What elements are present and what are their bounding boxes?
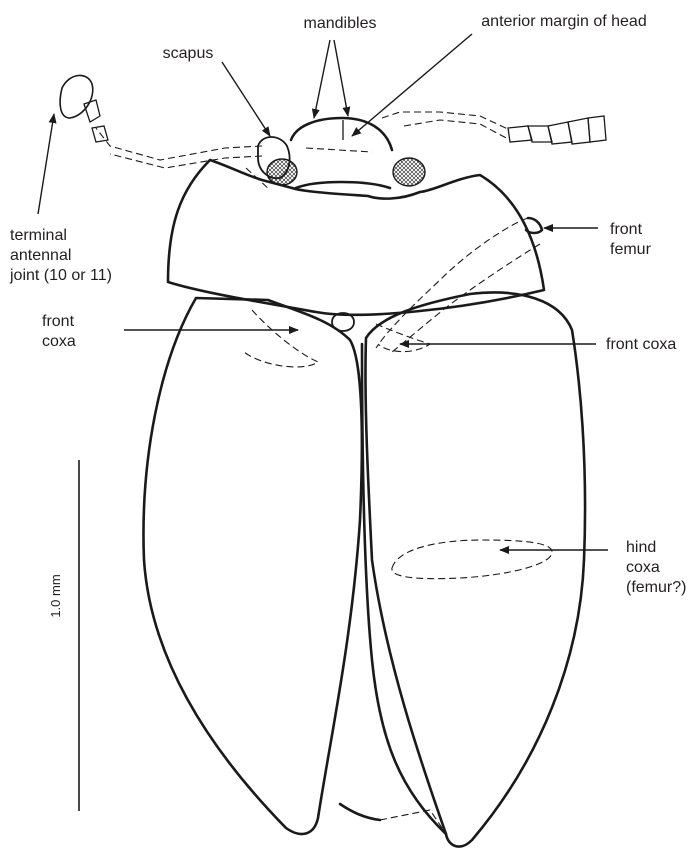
right-elytron bbox=[365, 293, 585, 847]
label-front-coxa-left: front coxa bbox=[42, 313, 78, 350]
head-suture-dashed bbox=[306, 148, 372, 152]
front-femur-dashed bbox=[376, 218, 528, 348]
terminal-antennal-joint bbox=[60, 75, 93, 118]
left-elytron bbox=[143, 298, 361, 834]
label-front-femur: front femur bbox=[610, 221, 652, 258]
hind-coxa-dashed bbox=[392, 540, 552, 579]
scale-bar-label: 1.0 mm bbox=[48, 574, 63, 617]
label-front-coxa-right: front coxa bbox=[606, 336, 676, 353]
right-antenna bbox=[382, 112, 606, 144]
head-outline bbox=[291, 118, 392, 150]
right-eye bbox=[393, 158, 425, 186]
label-terminal-joint: terminal antennal joint (10 or 11) bbox=[9, 227, 112, 284]
left-antenna bbox=[60, 75, 262, 168]
label-anterior-margin: anterior margin of head bbox=[481, 13, 646, 30]
scale-bar: 1.0 mm bbox=[48, 460, 79, 811]
head-base bbox=[296, 182, 390, 188]
left-eye bbox=[267, 159, 297, 185]
label-scapus: scapus bbox=[163, 45, 214, 62]
front-femur-tip bbox=[526, 218, 542, 233]
abdomen-tip bbox=[340, 804, 380, 820]
beetle-body bbox=[60, 75, 606, 846]
left-front-coxa-dashed bbox=[244, 310, 318, 367]
label-mandibles: mandibles bbox=[304, 15, 377, 32]
label-hind-coxa: hind coxa (femur?) bbox=[626, 539, 686, 596]
elytral-suture bbox=[362, 344, 446, 834]
